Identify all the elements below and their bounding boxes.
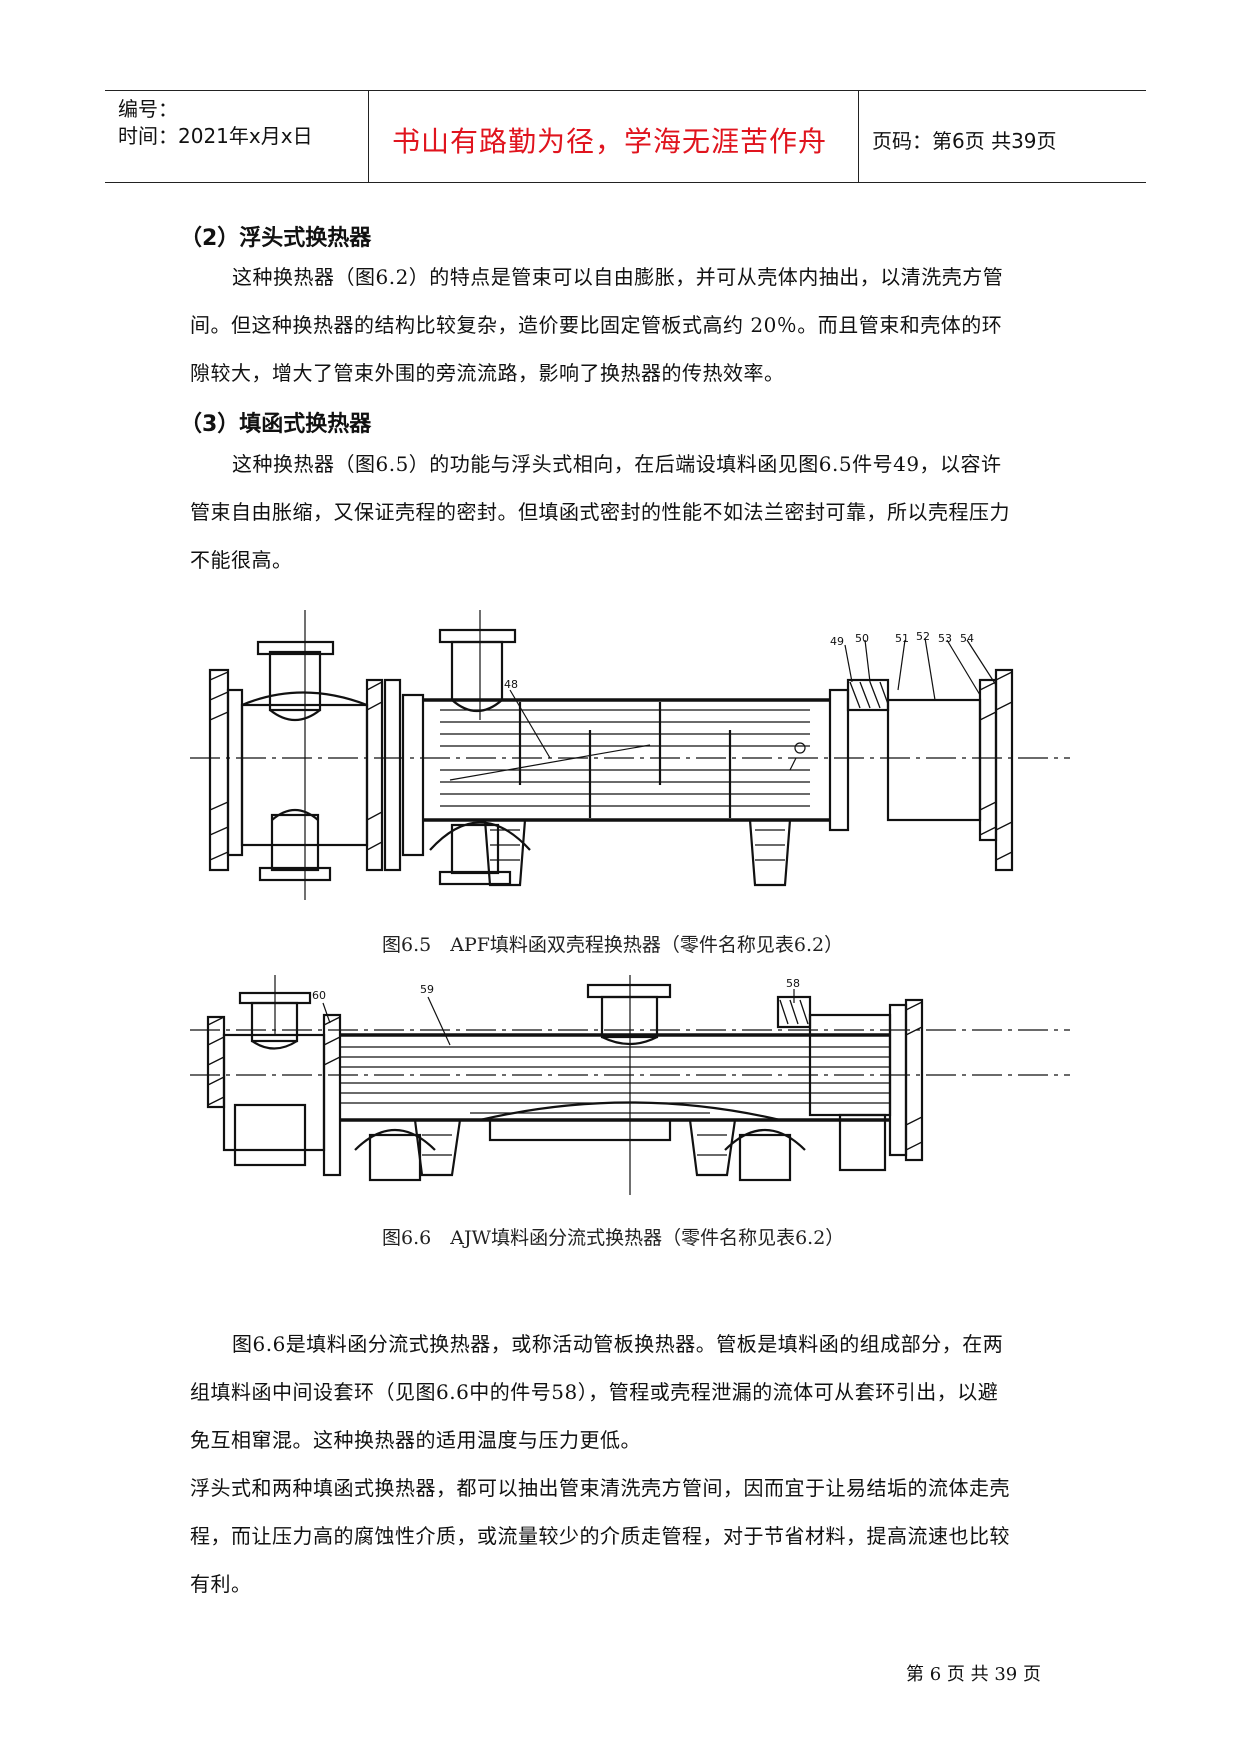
section-2-paragraph: 这种换热器（图6.2）的特点是管束可以自由膨胀，并可从壳体内抽出，以清洗壳方管 … <box>190 253 1090 397</box>
section-3-line-1: 这种换热器（图6.5）的功能与浮头式相向，在后端设填料函见图6.5件号49，以容… <box>232 452 1002 476</box>
fig2-label-58: 58 <box>786 977 800 990</box>
header-top-rule <box>105 90 1146 91</box>
section-3-paragraph: 这种换热器（图6.5）的功能与浮头式相向，在后端设填料函见图6.5件号49，以容… <box>190 440 1090 584</box>
body-line-2: 组填料函中间设套环（见图6.6中的件号58），管程或壳程泄漏的流体可从套环引出，… <box>190 1380 999 1404</box>
fig1-label-50: 50 <box>855 632 869 645</box>
figure-6-5-drawing: 48 49 50 51 52 53 54 <box>190 610 1070 900</box>
section-2-line-2: 间。但这种换热器的结构比较复杂，造价要比固定管板式高约 20％。而且管束和壳体的… <box>190 313 1003 337</box>
body-paragraph: 图6.6是填料函分流式换热器，或称活动管板换热器。管板是填料函的组成部分，在两 … <box>190 1320 1090 1608</box>
serial-label: 编号： <box>118 97 178 121</box>
header-divider-left <box>368 90 369 182</box>
fig1-label-49: 49 <box>830 635 844 648</box>
body-line-1: 图6.6是填料函分流式换热器，或称活动管板换热器。管板是填料函的组成部分，在两 <box>232 1332 1004 1356</box>
body-line-4: 浮头式和两种填函式换热器，都可以抽出管束清洗壳方管间，因而宜于让易结垢的流体走壳 <box>190 1476 1010 1500</box>
figure-6-6-drawing: 60 59 58 <box>190 975 1070 1195</box>
header-bottom-rule <box>105 182 1146 183</box>
fig1-label-48: 48 <box>504 678 518 691</box>
body-line-3: 免互相窜混。这种换热器的适用温度与压力更低。 <box>190 1428 641 1452</box>
section-3-title: （3）填函式换热器 <box>180 412 372 437</box>
header-motto: 书山有路勤为径，学海无涯苦作舟 <box>392 125 828 158</box>
body-line-6: 有利。 <box>190 1572 252 1596</box>
figure-6-6-caption: 图6.6 AJW填料函分流式换热器（零件名称见表6.2） <box>382 1227 845 1249</box>
section-2-line-3: 隙较大，增大了管束外围的旁流流路，影响了换热器的传热效率。 <box>190 361 785 385</box>
section-3-line-3: 不能很高。 <box>190 548 293 572</box>
section-3-line-2: 管束自由胀缩，又保证壳程的密封。但填函式密封的性能不如法兰密封可靠，所以壳程压力 <box>190 500 1010 524</box>
body-line-5: 程，而让压力高的腐蚀性介质，或流量较少的介质走管程，对于节省材料，提高流速也比较 <box>190 1524 1010 1548</box>
fig1-label-53: 53 <box>938 632 952 645</box>
fig2-label-60: 60 <box>312 989 326 1002</box>
fig1-label-51: 51 <box>895 632 909 645</box>
fig1-label-54: 54 <box>960 632 974 645</box>
page-footer: 第 6 页 共 39 页 <box>906 1664 1041 1685</box>
header-divider-right <box>858 90 859 182</box>
fig1-label-52: 52 <box>916 630 930 643</box>
section-2-title: （2）浮头式换热器 <box>180 226 372 251</box>
section-2-line-1: 这种换热器（图6.2）的特点是管束可以自由膨胀，并可从壳体内抽出，以清洗壳方管 <box>232 265 1004 289</box>
fig2-label-59: 59 <box>420 983 434 996</box>
page-label: 页码：第6页 共39页 <box>872 129 1057 153</box>
time-label: 时间：2021年x月x日 <box>118 124 313 148</box>
figure-6-5-caption: 图6.5 APF填料函双壳程换热器（零件名称见表6.2） <box>382 934 844 956</box>
